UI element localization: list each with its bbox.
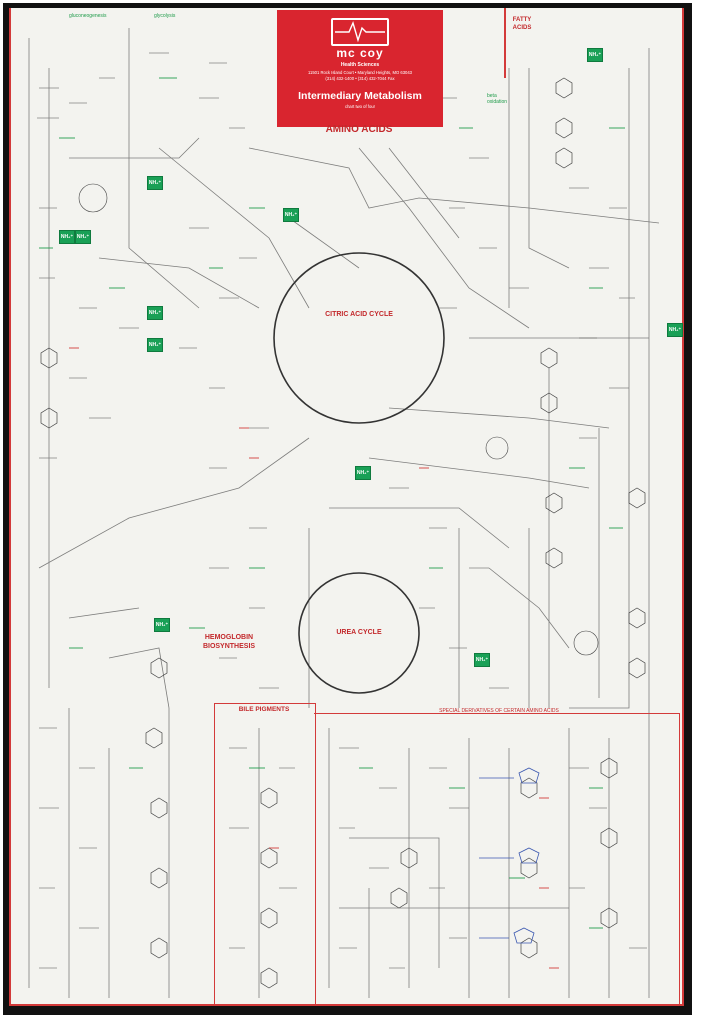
bile-pigments-box (214, 703, 316, 1005)
citric-cycle-ring (273, 252, 445, 424)
heartbeat-icon (335, 20, 385, 43)
section-hemoglobin-biosynthesis: HEMOGLOBIN BIOSYNTHESIS (202, 634, 256, 650)
brand-name: mc coy (336, 46, 384, 60)
section-urea-cycle: UREA CYCLE (336, 629, 382, 636)
section-bile-pigments: BILE PIGMENTS (238, 706, 290, 713)
section-citric-acid-cycle: CITRIC ACID CYCLE (325, 311, 393, 318)
nh4-badge: NH₄⁺ (667, 323, 683, 337)
nh4-badge: NH₄⁺ (75, 230, 91, 244)
brand-logo (331, 18, 389, 46)
section-amino-acids: AMINO ACIDS (325, 124, 393, 135)
nh4-badge: NH₄⁺ (587, 48, 603, 62)
urea-cycle-ring (298, 572, 420, 694)
nh4-badge: NH₄⁺ (147, 306, 163, 320)
nh4-badge: NH₄⁺ (474, 653, 490, 667)
label-glycolysis: glycolysis (154, 13, 176, 19)
section-special-derivatives: SPECIAL DERIVATIVES OF CERTAIN AMINO ACI… (439, 708, 559, 714)
bottom-border-line (9, 1004, 684, 1006)
chart-title: Intermediary Metabolism (298, 90, 422, 102)
label-beta-oxidation: beta oxidation (487, 93, 508, 105)
nh4-badge: NH₄⁺ (283, 208, 299, 222)
left-border-line (9, 8, 11, 1006)
section-fatty-acids: FATTY ACIDS (512, 17, 532, 31)
nh4-badge: NH₄⁺ (147, 176, 163, 190)
company-address: 11501 Rock Island Court • Maryland Heigh… (307, 70, 413, 75)
right-border-line (682, 8, 684, 1006)
label-gluconeogenesis: gluconeogenesis (69, 13, 107, 19)
chart-subtitle: chart two of four (344, 104, 376, 109)
nh4-badge: NH₄⁺ (154, 618, 170, 632)
nh4-badge: NH₄⁺ (147, 338, 163, 352)
company-name: Health Sciences (340, 62, 380, 68)
company-phone: (314) 432-1400 • (314) 432-7044 Fax (325, 76, 395, 81)
metabolism-chart: mc coy Health Sciences 11501 Rock Island… (9, 8, 684, 1006)
title-block: mc coy Health Sciences 11501 Rock Island… (277, 10, 443, 127)
pathway-lines (28, 28, 660, 998)
fatty-acid-divider (504, 8, 506, 78)
nh4-badge: NH₄⁺ (355, 466, 371, 480)
special-derivatives-box (314, 713, 680, 1005)
nh4-badge: NH₄⁺ (59, 230, 75, 244)
